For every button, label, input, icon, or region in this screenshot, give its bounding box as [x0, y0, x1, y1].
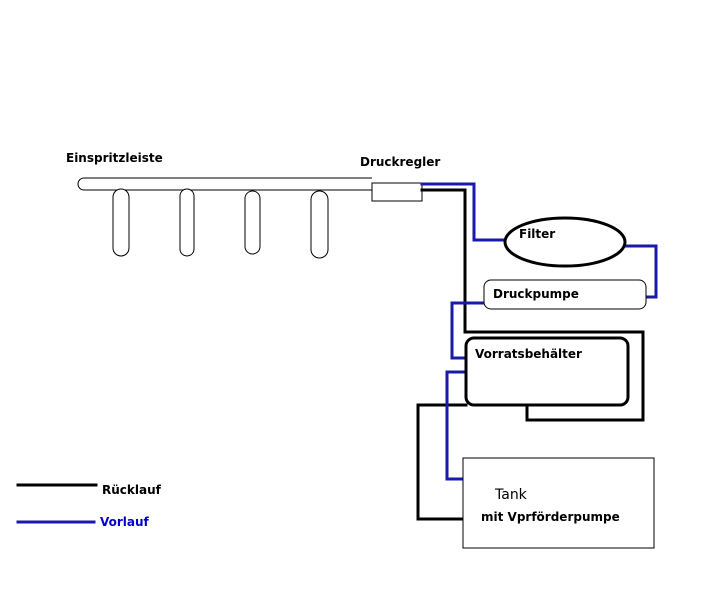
- pressure-pump: [483, 279, 647, 310]
- tank: [462, 457, 655, 549]
- injector-3: [244, 190, 261, 255]
- pump-label: Druckpumpe: [493, 287, 579, 301]
- regulator-label: Druckregler: [360, 155, 440, 169]
- filter-label: Filter: [519, 227, 555, 241]
- supply-lines: [420, 182, 658, 481]
- injector-2: [179, 188, 195, 257]
- legend-return-label: Rücklauf: [102, 483, 162, 497]
- injector-1: [112, 188, 130, 257]
- reservoir: [464, 336, 630, 407]
- legend: Rücklauf Vorlauf: [16, 483, 162, 529]
- legend-supply-label: Vorlauf: [100, 515, 150, 529]
- injector-4: [310, 190, 329, 259]
- return-lines: [416, 188, 645, 521]
- reservoir-label: Vorratsbehälter: [475, 347, 582, 361]
- filter: [503, 216, 627, 268]
- injection-rail: [77, 177, 372, 259]
- tank-sub-label: mit Vprförderpumpe: [481, 510, 620, 524]
- pressure-regulator: [371, 182, 423, 202]
- tank-label: Tank: [494, 487, 528, 503]
- rail-label: Einspritzleiste: [66, 151, 163, 165]
